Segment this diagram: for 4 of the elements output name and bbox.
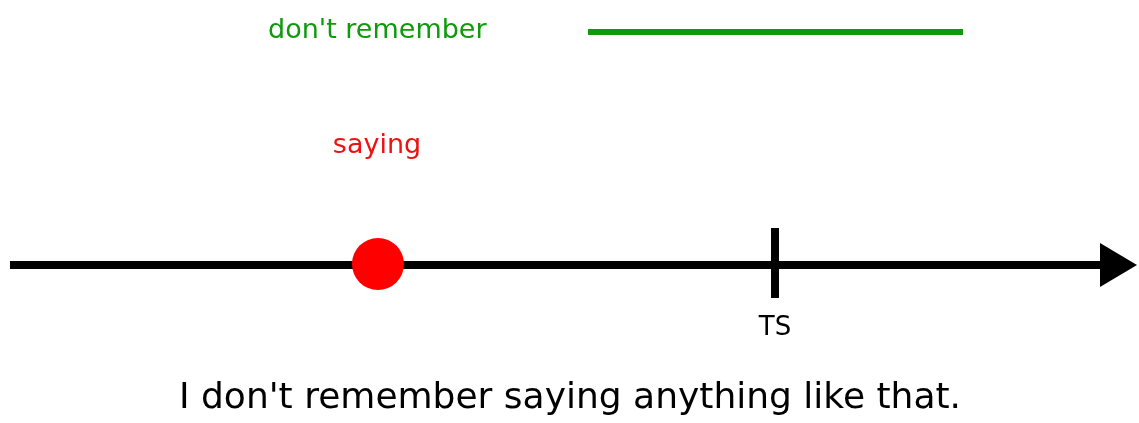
time-label: TS <box>758 313 792 339</box>
duration-label: don't remember <box>268 15 487 42</box>
event-label: saying <box>332 130 422 157</box>
caption: I don't remember saying anything like that. <box>178 378 962 414</box>
